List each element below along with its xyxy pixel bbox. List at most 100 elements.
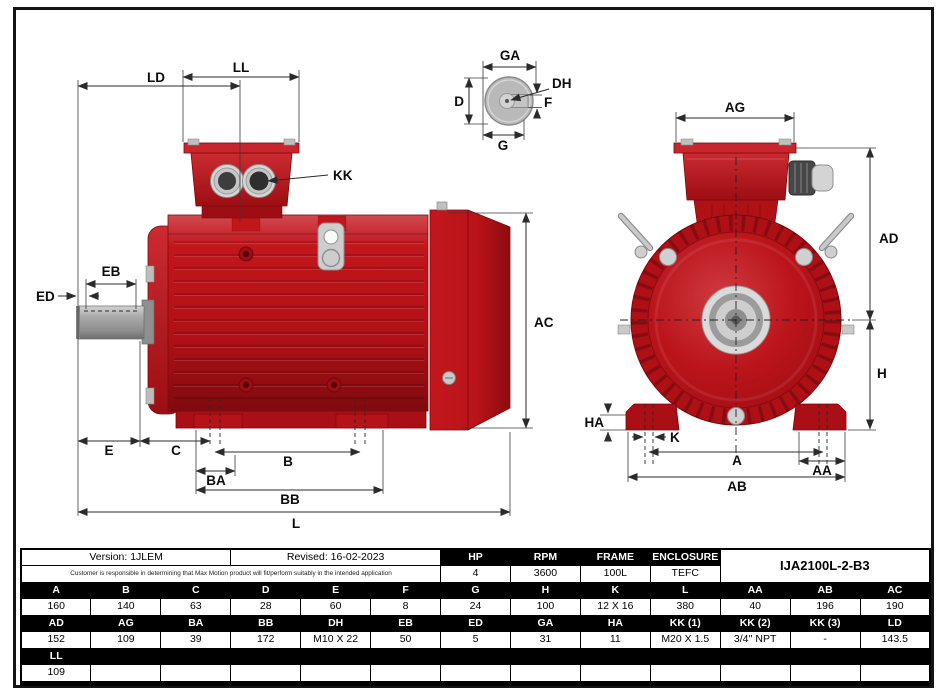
cable-gland-holes xyxy=(210,164,276,198)
dim-value-cell xyxy=(300,664,372,684)
dim-label-f: F xyxy=(544,95,552,110)
dim-value-cell xyxy=(649,664,721,684)
dim-value-cell: 172 xyxy=(230,631,302,649)
dim-value-cell: 3/4'' NPT xyxy=(719,631,791,649)
dim-label-ll: LL xyxy=(233,60,250,75)
dim-value-cell: 380 xyxy=(649,598,721,616)
rpm-value: 3600 xyxy=(509,565,581,583)
model-number: IJA2100L-2-B3 xyxy=(719,548,931,583)
dim-value-cell: 152 xyxy=(20,631,92,649)
dim-value-cell: 31 xyxy=(509,631,581,649)
dim-header-cell: D xyxy=(230,582,302,599)
revised-cell: Revised: 16-02-2023 xyxy=(230,548,442,566)
lifting-eye xyxy=(317,222,345,271)
dim-header-cell: KK (2) xyxy=(719,615,791,632)
dim-value-cell: 8 xyxy=(370,598,442,616)
dim-value-cell: M20 X 1.5 xyxy=(649,631,721,649)
dim-label-kk: KK xyxy=(333,168,353,183)
dim-value-cell: 40 xyxy=(719,598,791,616)
dim-value-cell xyxy=(90,664,162,684)
hp-header: HP xyxy=(440,548,511,566)
dim-label-h: H xyxy=(877,366,887,381)
dim-label-ab: AB xyxy=(727,479,747,494)
side-view-dimensions: LD LL KK EB ED AC xyxy=(36,60,554,531)
dim-label-g: G xyxy=(498,138,509,153)
dim-value-cell: 39 xyxy=(160,631,232,649)
dim-header-cell: DH xyxy=(300,615,372,632)
dim-header-cell: LL xyxy=(20,648,92,665)
frame-header: FRAME xyxy=(579,548,651,566)
dim-label-ac: AC xyxy=(534,315,554,330)
version-cell: Version: 1JLEM xyxy=(20,548,232,566)
dim-label-ag: AG xyxy=(725,100,745,115)
dim-header-cell: C xyxy=(160,582,232,599)
dim-header-cell: KK (3) xyxy=(789,615,861,632)
fan-cowl-side xyxy=(429,201,511,431)
dim-value-cell: 100 xyxy=(509,598,581,616)
dim-header-cell: AD xyxy=(20,615,92,632)
motor-side-view-illustration xyxy=(76,138,511,431)
dim-value-cell xyxy=(579,664,651,684)
dim-label-bb: BB xyxy=(280,492,300,507)
dim-header-cell: BA xyxy=(160,615,232,632)
page-frame xyxy=(13,7,934,688)
dim-label-dh: DH xyxy=(552,76,572,91)
dim-value-cell: 160 xyxy=(20,598,92,616)
face-bolt xyxy=(659,248,677,266)
dim-header-cell: GA xyxy=(509,615,581,632)
dim-value-cell: 50 xyxy=(370,631,442,649)
technical-drawing: LD LL KK EB ED AC xyxy=(36,48,899,531)
dim-label-b: B xyxy=(283,454,293,469)
dim-value-cell: 63 xyxy=(160,598,232,616)
rpm-header: RPM xyxy=(509,548,581,566)
shaft-end-view-illustration xyxy=(484,76,534,126)
dim-value-cell: 24 xyxy=(440,598,511,616)
hp-value: 4 xyxy=(440,565,511,583)
frame-value: 100L xyxy=(579,565,651,583)
dim-value-cell: 109 xyxy=(90,631,162,649)
dim-header-cell: A xyxy=(20,582,92,599)
dim-value-cell: 190 xyxy=(859,598,931,616)
dim-value-cell xyxy=(230,664,302,684)
dim-value-cell xyxy=(370,664,442,684)
dim-header-cell: AB xyxy=(789,582,861,599)
cooling-fins xyxy=(174,241,424,399)
dim-header-cell: H xyxy=(509,582,581,599)
dim-label-ha: HA xyxy=(585,415,605,430)
dim-value-cell: 60 xyxy=(300,598,372,616)
dim-label-l: L xyxy=(292,516,300,531)
dim-label-c: C xyxy=(171,443,181,458)
dim-value-cell: - xyxy=(789,631,861,649)
dim-value-cell: 196 xyxy=(789,598,861,616)
dim-label-ba: BA xyxy=(206,473,226,488)
dim-header-cell: B xyxy=(90,582,162,599)
dim-header-cell: G xyxy=(440,582,511,599)
terminal-box-side xyxy=(183,138,300,219)
dim-header-cell: BB xyxy=(230,615,302,632)
dim-header-cell: AG xyxy=(90,615,162,632)
dim-label-ga: GA xyxy=(500,48,521,63)
dim-value-cell: 12 X 16 xyxy=(579,598,651,616)
dim-value-cell xyxy=(719,664,791,684)
disclaimer-text: Customer is responsible in determining t… xyxy=(20,565,442,583)
dim-header-cell: F xyxy=(370,582,442,599)
dim-label-ad: AD xyxy=(879,231,899,246)
cable-gland xyxy=(788,160,834,196)
dim-label-ed: ED xyxy=(36,289,55,304)
dim-value-cell: 143.5 xyxy=(859,631,931,649)
motor-foot-right xyxy=(792,403,847,431)
enclosure-value: TEFC xyxy=(649,565,721,583)
dim-value-cell: 109 xyxy=(20,664,92,684)
dim-label-aa: AA xyxy=(812,463,832,478)
dim-header-cell: AC xyxy=(859,582,931,599)
front-view-dimensions: AG AD H HA K A xyxy=(585,100,899,494)
dim-value-cell: M10 X 22 xyxy=(300,631,372,649)
eyebolt-rods xyxy=(617,212,855,259)
dim-label-e: E xyxy=(104,443,113,458)
dim-label-a: A xyxy=(732,453,742,468)
dim-label-k: K xyxy=(670,430,680,445)
dim-header-filler xyxy=(90,648,931,665)
motor-shaft xyxy=(76,299,155,345)
dim-header-cell: LD xyxy=(859,615,931,632)
